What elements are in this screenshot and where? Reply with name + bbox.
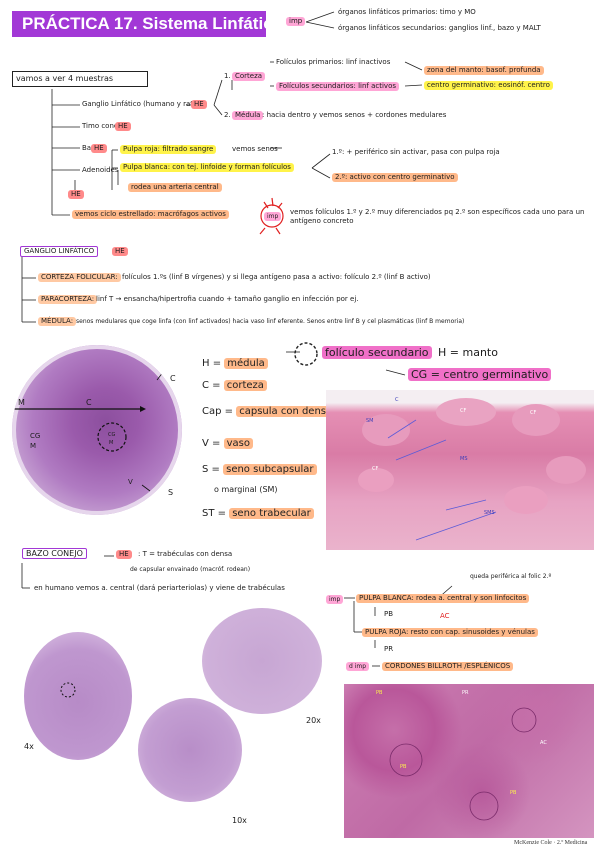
label-m-in: M [109,440,114,446]
ganglio-stain: HE [112,247,128,256]
micro-cf3: CF [530,410,537,416]
adenoides-text: vemos ciclo estrellado: macrófagos activ… [72,210,229,219]
medula-tag: MÉDULA: [38,317,77,326]
ganglio-overlay [12,345,182,515]
credit: McKenzie Cole · 2.º Medicina [514,840,588,846]
pulpa-pb: PB [384,610,394,618]
primary-organs: órganos linfáticos primarios: timo y MO [338,8,476,16]
cordones-text: CORDONES BILLROTH /ESPLÉNICOS [382,662,514,671]
label-cg-in: CG [108,432,116,438]
corteza-num: 1. [224,72,231,80]
vemos-senos: vemos senos [232,145,278,153]
foliculo-secundario-label: folículo secundario [322,346,432,359]
label-cg: CG [30,432,41,440]
centro-germinativo: centro germinativo: eosinóf. centro [424,81,553,90]
ganglio-micrograph [12,345,182,515]
pulpa-blanca-text: PULPA BLANCA: rodea a. central y son lin… [356,594,530,603]
spleen-4x [24,632,132,760]
stain-he-ganglio: HE [191,100,207,109]
spleen-4x-overlay [60,682,76,698]
micro-cf1: CF [460,408,467,414]
micro-ms: MS [460,456,468,462]
pulpa-peri: queda periférica al folic 2.º [470,573,552,580]
page-title: PRÁCTICA 17. Sistema Linfático [12,11,283,37]
sample-adenoides: Adenoides [82,166,119,174]
medula-text-ganglio: senos medulares que coge linfa (con linf… [76,318,465,325]
foliculos-secundarios: Folículos secundarios: linf activos [276,82,399,91]
pulpa-roja-text: PULPA ROJA: resto con cap. sinusoides y … [362,628,538,637]
corteza-label: Corteza [232,72,266,81]
foliculo-1: 1.º: + periférico sin activar, pasa con … [332,148,500,156]
mag-10x: 10x [232,816,247,825]
label-s: S [168,488,174,497]
medula-label: Médula [232,111,264,120]
label-v: V [128,478,133,486]
foliculos-primarios: Folículos primarios: linf inactivos [276,58,391,66]
zona-manto: zona del manto: basof. profunda [424,66,544,75]
bazo-conejo-capsule: de capsular envainado (macróf. rodean) [130,566,251,573]
legend-sm: o marginal (SM) [214,485,278,494]
stain-he-bazo: HE [91,144,107,153]
adenoides-note: vemos folículos 1.º y 2.º muy diferencia… [290,208,585,225]
label-m: M [18,398,25,407]
pulpa-blanca: Pulpa blanca: con tej. linfoide y forman… [120,163,294,172]
pulpa-imp: imp [326,595,344,604]
cortex-micrograph [326,390,594,550]
folicle-cg: CG = centro germinativo [408,368,552,381]
bazo-conejo-stain: HE [116,550,132,559]
label-c: C [86,398,92,407]
stain-he-timo: HE [115,122,131,131]
corteza-folicular-tag: CORTEZA FOLICULAR: [38,273,121,282]
foliculo-2: 2.º: activo con centro germinativo [332,173,458,182]
pulpa-roja: Pulpa roja: filtrado sangre [120,145,217,154]
secondary-organs: órganos linfáticos secundarios: ganglios… [338,24,541,32]
legend-s: S = seno subcapsular [202,464,317,476]
mag-4x: 4x [24,742,34,751]
legend-h: H = médula [202,358,268,370]
legend-v: V = vaso [202,438,253,450]
spleen-10x [138,698,242,802]
spleen-overlay [389,707,537,821]
spleen-micrograph [344,684,594,838]
legend-c: C = corteza [202,380,267,392]
bazo-conejo-t: : T = trabéculas con densa [138,550,233,558]
cordones-imp: d imp [346,662,370,671]
stain-he-adenoides: HE [68,190,84,199]
mag-20x: 20x [306,716,321,725]
spleen-pb3: PB [510,790,517,796]
paracorteza-text: linf T → ensancha/hipertrofia cuando + t… [96,295,359,303]
spleen-ac: AC [540,740,547,746]
micro-c: C [395,397,399,403]
micro-sms: SMS [484,510,495,516]
corteza-folicular-text: folículos 1.ºs (linf B vírgenes) y si ll… [122,273,431,281]
arteria-central: rodea una arteria central [128,183,222,192]
bazo-conejo-label: BAZO CONEJO [22,548,87,559]
sample-timo: Timo conejo [82,122,125,130]
pulpa-ac: AC [440,612,450,620]
pulpa-pr: PR [384,645,394,653]
bazo-conejo-humano: en humano vemos a. central (dará periart… [34,584,285,592]
cortex-overlay [358,398,586,541]
adenoides-imp: imp [264,212,282,221]
micro-cf2: CF [372,466,379,472]
spleen-pr1: PR [462,690,469,696]
label-m2: M [30,442,37,450]
spleen-20x [202,608,322,714]
label-cap: C [170,374,176,383]
medula-num: 2. [224,111,231,119]
samples-header: vamos a ver 4 muestras [12,71,148,87]
medula-text: : hacia dentro y vemos senos + cordones … [262,111,447,119]
spleen-pb2: PB [400,764,407,770]
folicle-h: H = manto [438,346,498,359]
sample-bazo: Bazo [82,144,99,153]
ganglio-label: GANGLIO LINFÁTICO [20,246,99,257]
micro-sm: SM [366,418,374,424]
sample-ganglio: Ganglio Linfático (humano y rata) [82,100,201,108]
imp-tag: imp [286,17,306,26]
legend-cap: Cap = capsula con denso [202,406,336,418]
spleen-pb1: PB [376,690,383,696]
paracorteza-tag: PARACORTEZA: [38,295,98,304]
legend-st: ST = seno trabecular [202,508,314,520]
